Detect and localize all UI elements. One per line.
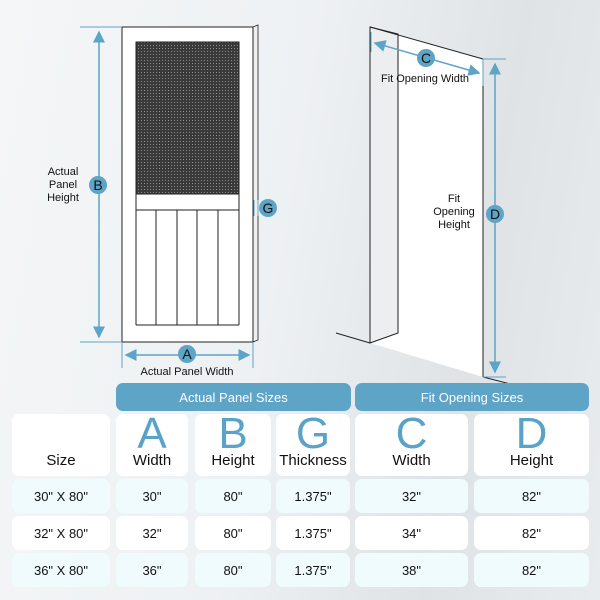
fit-opening-sizes-header: Fit Opening Sizes: [355, 383, 589, 411]
opening-height-label: Fit Opening Height: [426, 193, 482, 232]
column-marker: C: [395, 409, 428, 458]
table-cell: 1.375": [276, 479, 350, 513]
table-cell: 38": [355, 553, 468, 587]
column-label: Size: [46, 452, 76, 469]
label-line: Height: [438, 219, 470, 231]
table-cell: 34": [355, 516, 468, 550]
table-cell: 36" X 80": [12, 553, 110, 587]
table-cell: 36": [116, 553, 188, 587]
label-line: Fit: [447, 193, 461, 205]
table-cell: 30" X 80": [12, 479, 110, 513]
table-cell: 1.375": [276, 516, 350, 550]
table-cell: 82": [474, 553, 589, 587]
marker-a: A: [182, 346, 192, 362]
column-marker: B: [218, 409, 248, 458]
table-cell: 32": [355, 479, 468, 513]
door-diagram: [80, 24, 535, 391]
table-cell: 1.375": [276, 553, 350, 587]
table-cell: 32": [116, 516, 188, 550]
panel-height-label: Actual Panel Height: [38, 166, 88, 205]
label-line: Panel: [48, 179, 78, 191]
column-label: Width: [392, 452, 431, 469]
table-cell: 82": [474, 479, 589, 513]
door-opening: [335, 26, 535, 391]
screen-door: [121, 24, 259, 343]
column-marker: D: [515, 409, 548, 458]
actual-panel-sizes-header: Actual Panel Sizes: [116, 383, 351, 411]
marker-b: B: [93, 177, 103, 193]
marker-c: C: [420, 50, 432, 66]
column-label: Height: [509, 452, 554, 469]
table-cell: 80": [195, 479, 271, 513]
label-line: Height: [47, 192, 79, 204]
column-label: Height: [211, 452, 255, 469]
column-label: Thickness: [279, 452, 347, 469]
table-cell: 32" X 80": [12, 516, 110, 550]
screen-mesh: [135, 41, 240, 195]
column-label: Width: [132, 452, 172, 469]
column-header: Size: [12, 414, 110, 476]
table-cell: 82": [474, 516, 589, 550]
opening-width-label: Fit Opening Width: [380, 73, 470, 85]
marker-d: D: [489, 206, 501, 222]
table-cell: 80": [195, 553, 271, 587]
table-cell: 30": [116, 479, 188, 513]
label-line: Opening: [433, 206, 475, 218]
label-line: Actual: [47, 166, 79, 178]
panel-width-label: Actual Panel Width: [140, 366, 234, 378]
column-marker: G: [295, 409, 331, 458]
marker-g: G: [262, 200, 274, 216]
table-cell: 80": [195, 516, 271, 550]
column-marker: A: [137, 409, 167, 458]
